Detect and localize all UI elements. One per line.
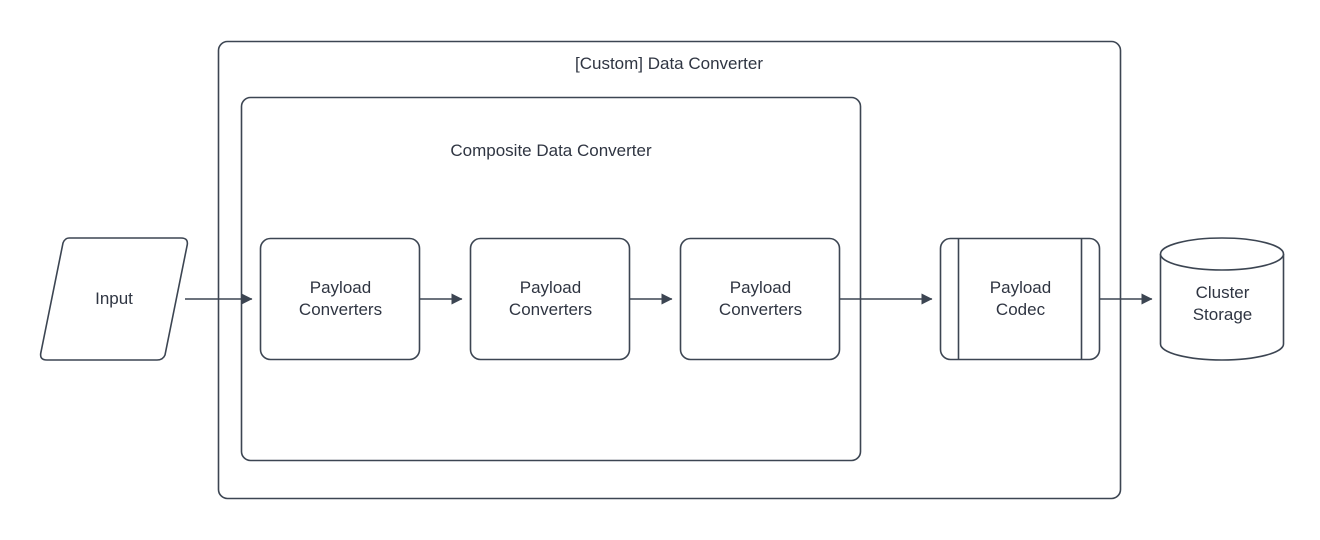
container-title-composite-data-converter: Composite Data Converter — [450, 141, 652, 160]
node-payload-converters-3-shape[interactable] — [679, 237, 841, 361]
node-input-shape[interactable] — [39, 237, 189, 361]
container-title-custom-data-converter: [Custom] Data Converter — [574, 54, 763, 73]
node-cluster-storage-shape[interactable] — [1159, 237, 1285, 361]
node-payload-codec-shape[interactable] — [939, 237, 1101, 361]
node-payload-converters-1-shape[interactable] — [259, 237, 421, 361]
node-payload-converters-2-shape[interactable] — [469, 237, 631, 361]
